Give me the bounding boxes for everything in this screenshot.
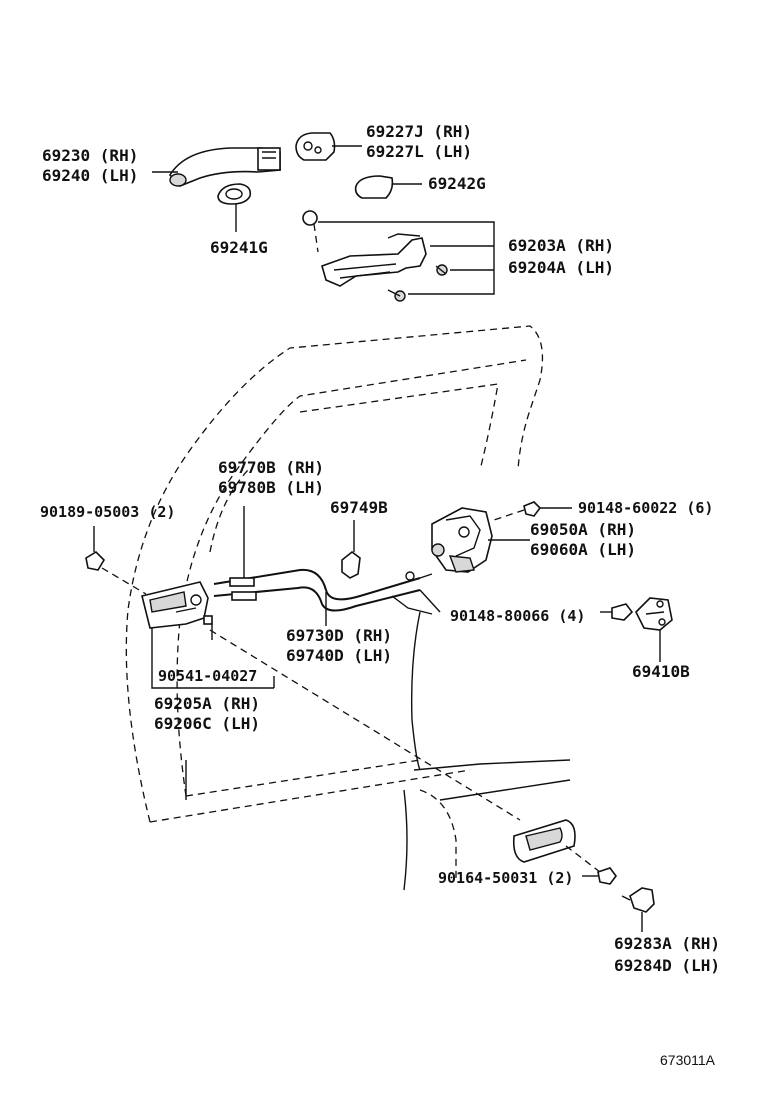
striker-part [635, 597, 673, 631]
part-label-90148-60022: 90148-60022 (6) [578, 499, 714, 517]
bracket-line [151, 628, 274, 689]
door-lock-part [431, 507, 493, 573]
part-label-69780b: 69780B (LH) [218, 478, 324, 497]
screw-part [523, 501, 572, 517]
part-label-69284d: 69284D (LH) [614, 956, 720, 975]
part-label-69283a: 69283A (RH) [614, 934, 720, 953]
bracket-line [318, 221, 495, 295]
bolt-part [85, 550, 106, 571]
dashed-guide [209, 629, 521, 821]
part-label-69240: 69240 (LH) [42, 166, 139, 185]
cable-part [213, 568, 441, 615]
screw-part [203, 615, 213, 625]
part-label-69749b: 69749B [330, 498, 388, 517]
pad-part [354, 175, 394, 199]
part-label-69740d: 69740D (LH) [286, 646, 392, 665]
handle-cap-part [295, 132, 336, 161]
screw-part [597, 867, 617, 885]
part-label-69410b: 69410B [632, 662, 690, 681]
bezel-cap-part [621, 887, 655, 913]
part-label-69230: 69230 (RH) [42, 146, 139, 165]
part-label-69730d: 69730D (RH) [286, 626, 392, 645]
part-label-90189: 90189-05003 (2) [40, 503, 176, 521]
handle-frame-part [302, 210, 448, 302]
inside-handle-part [141, 581, 209, 629]
part-label-69770b: 69770B (RH) [218, 458, 324, 477]
part-label-90541: 90541-04027 [158, 667, 258, 685]
diagram-code: 673011A [660, 1052, 716, 1068]
part-label-69205a: 69205A (RH) [154, 694, 260, 713]
dashed-guide [101, 567, 147, 595]
handle-pad-part [217, 183, 252, 205]
part-label-69242g: 69242G [428, 174, 486, 193]
part-label-69241g: 69241G [210, 238, 268, 257]
screw-part [600, 603, 634, 621]
outside-handle-part [169, 147, 281, 187]
part-label-69203a: 69203A (RH) [508, 236, 614, 255]
part-label-69227j: 69227J (RH) [366, 122, 472, 141]
part-label-90164: 90164-50031 (2) [438, 869, 574, 887]
part-label-69050a: 69050A (RH) [530, 520, 636, 539]
part-label-69206c: 69206C (LH) [154, 714, 260, 733]
dashed-guide [493, 509, 525, 521]
part-label-69227l: 69227L (LH) [366, 142, 472, 161]
handle-bezel-part [512, 819, 576, 863]
part-label-69204a: 69204A (LH) [508, 258, 614, 277]
part-label-69060a: 69060A (LH) [530, 540, 636, 559]
part-label-90148-80066: 90148-80066 (4) [450, 607, 586, 625]
clip-part [341, 550, 361, 579]
door-outline [125, 325, 571, 891]
